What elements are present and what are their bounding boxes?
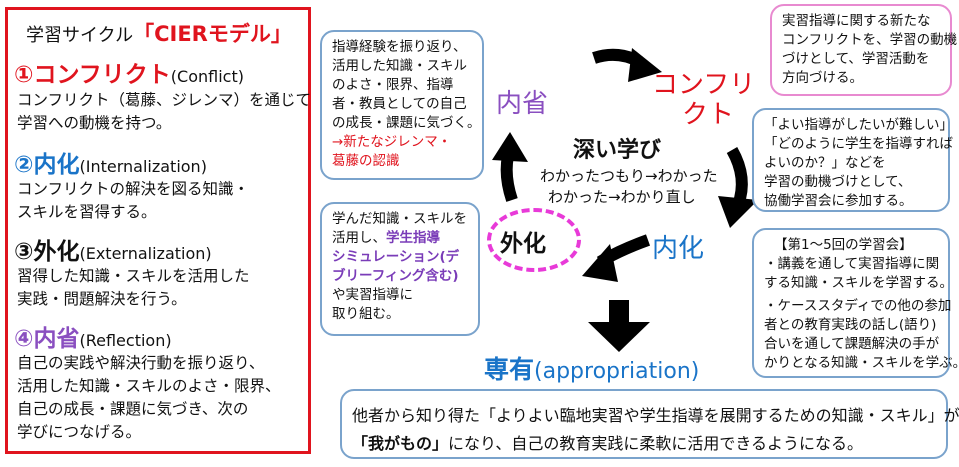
bubble-line: 協働学習会に参加する。 (764, 193, 913, 209)
bubble-line: ・講義を通して実習指導に関 (764, 256, 940, 272)
stage-internalization-heading: ②内化(Internalization) (14, 145, 207, 179)
bubble-line: コンフリクトを、学習の動機 (782, 32, 958, 48)
desc-line: 活用した知識・スキルのよさ・限界、 (17, 377, 281, 395)
title-prefix: 学習サイクル (26, 25, 134, 46)
bubble-line: のよさ・限界、指導 (332, 77, 454, 93)
desc-line: 自己の実践や解決行動を振り返り、 (17, 354, 265, 372)
desc-line: 自己の成長・課題に気づき、次の (17, 400, 249, 418)
bubble-line: ・ケーススタディでの他の参加 (764, 298, 952, 314)
stage-externalization-heading: ③外化(Externalization) (14, 232, 212, 266)
bubble-line: よいのか？」などを (764, 155, 886, 171)
stage-en: (Reflection) (79, 331, 172, 350)
title-model: 「CIERモデル」 (133, 22, 292, 46)
bubble-line: 者・教員としての自己 (332, 96, 467, 112)
bubble-text: 活用し、 (332, 230, 386, 246)
desc-line: スキルを習得する。 (17, 203, 157, 221)
bubble-text-emph: 学生指導 (386, 230, 440, 246)
conflict-label-line: コンフリ (652, 70, 756, 100)
bubble-line: の成長・課題に気づく。 (332, 115, 481, 131)
arrow-head-internalization (718, 196, 758, 228)
appropriation-ja: 専有 (484, 355, 535, 384)
desc-line: 学習への動機を持つ。 (17, 114, 172, 132)
conflict-label-line: クト (682, 100, 735, 130)
bubble-line: 方向づける。 (782, 70, 863, 86)
bubble-line: かりとなる知識・スキルを学ぶ。 (764, 355, 959, 371)
stage-internalization-desc: コンフリクトの解決を図る知識・ スキルを習得する。 (17, 178, 249, 224)
desc-line: 学びにつなげる。 (17, 423, 142, 441)
bubble-line: 学んだ知識・スキルを (332, 211, 467, 227)
bubble-line-emph: ブリーフィング含む) (332, 268, 459, 284)
bubble-line: 実習指導に関する新たな (782, 13, 931, 29)
appropriation-label: 専有(appropriation) (484, 350, 699, 386)
bubble-line: 合いを通して課題解決の手が (764, 336, 940, 352)
stage-reflection-desc: 自己の実践や解決行動を振り返り、 活用した知識・スキルのよさ・限界、 自己の成長… (17, 352, 281, 444)
bubble-line: や実習指導に (332, 287, 413, 303)
stage-num: ④ (14, 326, 34, 352)
panel-title: 学習サイクル「CIERモデル」 (26, 18, 292, 48)
stage-reflection-heading: ④内省(Reflection) (14, 319, 172, 353)
center-line: わかったつもり→わかった (540, 167, 718, 185)
reflection-label: 内省 (496, 89, 549, 119)
externalization-bubble: 学んだ知識・スキルを 活用し、学生指導 シミュレーション(デ ブリーフィング含む… (320, 202, 480, 336)
stage-num: ① (14, 62, 34, 88)
bubble-line: する知識・スキルを学習する。 (764, 275, 953, 291)
stage-conflict-heading: ①コンフリクト(Conflict) (14, 55, 244, 89)
bubble-line: 活用した知識・スキル (332, 58, 467, 74)
stage-name: 外化 (33, 239, 80, 265)
internalization-bubble: 【第1～5回の学習会】 ・講義を通して実習指導に関 する知識・スキルを学習する。… (752, 228, 959, 378)
desc-line: 習得した知識・スキルを活用した (17, 267, 250, 285)
stage-en: (Externalization) (79, 244, 212, 263)
bubble-line: 指導経験を振り返り、 (332, 39, 467, 55)
bubble-line: 「どのように学生を指導すれば (764, 136, 953, 152)
bubble-line: 「よい指導がしたいが難しい」 (764, 117, 953, 133)
arrow-head-reflection (492, 132, 528, 162)
arrow-to-internalization (726, 147, 748, 208)
bubble-line-red: →新たなジレンマ・ (332, 134, 452, 150)
stage-num: ② (14, 152, 34, 178)
stage-en: (Internalization) (79, 157, 207, 176)
stage-num: ③ (14, 239, 34, 265)
center-line: わかった→わかり直し (548, 188, 696, 206)
desc-line: 実践・問題解決を行う。 (17, 290, 187, 308)
bubble-line: 取り組む。 (332, 306, 400, 322)
conflict-right-bubble: 「よい指導がしたいが難しい」 「どのように学生を指導すれば よいのか？」などを … (752, 108, 953, 212)
arrow-down-head (588, 322, 650, 352)
bottom-emph: 「我がもの」 (352, 434, 449, 453)
bubble-line: づけとして、学習活動を (782, 51, 930, 67)
stage-conflict-desc: コンフリクト（葛藤、ジレンマ）を通じて 学習への動機を持つ。 (17, 89, 311, 135)
deep-learning-sub: わかったつもり→わかった わかった→わかり直し (540, 166, 718, 208)
bottom-line-1: 他者から知り得た「よりよい臨地実習や学生指導を展開するための知識・スキル」が (352, 406, 959, 425)
externalization-ring (487, 208, 581, 272)
desc-line: コンフリクトの解決を図る知識・ (17, 180, 250, 198)
bottom-rest: になり、自己の教育実践に柔軟に活用できるようになる。 (448, 434, 864, 453)
bubble-line-red: 葛藤の認識 (332, 153, 400, 169)
arrow-head-externalization (582, 244, 618, 282)
stage-name: 内省 (33, 326, 80, 352)
arrow-down-shaft (609, 300, 629, 322)
stage-en: (Conflict) (170, 67, 244, 86)
conflict-top-bubble: 実習指導に関する新たな コンフリクトを、学習の動機 づけとして、学習活動を 方向… (770, 4, 958, 96)
bubble-header: 【第1～5回の学習会】 (774, 237, 913, 253)
reflection-bubble: 指導経験を振り返り、 活用した知識・スキル のよさ・限界、指導 者・教員としての… (320, 30, 484, 180)
arrow-head-conflict (628, 48, 662, 82)
bubble-line: 学習の動機づけとして、 (764, 174, 912, 190)
bottom-line-2: 「我がもの」になり、自己の教育実践に柔軟に活用できるようになる。 (352, 430, 863, 454)
desc-line: コンフリクト（葛藤、ジレンマ）を通じて (17, 91, 312, 109)
externalization-label: 外化 (500, 231, 546, 257)
arrow-to-reflection (500, 154, 518, 202)
stage-name: 内化 (33, 152, 80, 178)
cier-model-panel (5, 7, 311, 454)
bubble-line-emph: シミュレーション(デ (332, 249, 460, 265)
stage-name: コンフリクト (33, 62, 171, 88)
deep-learning-title: 深い学び (573, 138, 662, 163)
conflict-label: コンフリ クト (652, 70, 755, 130)
internalization-label: 内化 (652, 234, 705, 264)
bottom-bubble (340, 389, 948, 459)
bubble-line: 者との教育実践の話し(語り) (764, 317, 937, 333)
appropriation-en: (appropriation) (534, 359, 700, 384)
stage-externalization-desc: 習得した知識・スキルを活用した 実践・問題解決を行う。 (17, 265, 250, 311)
